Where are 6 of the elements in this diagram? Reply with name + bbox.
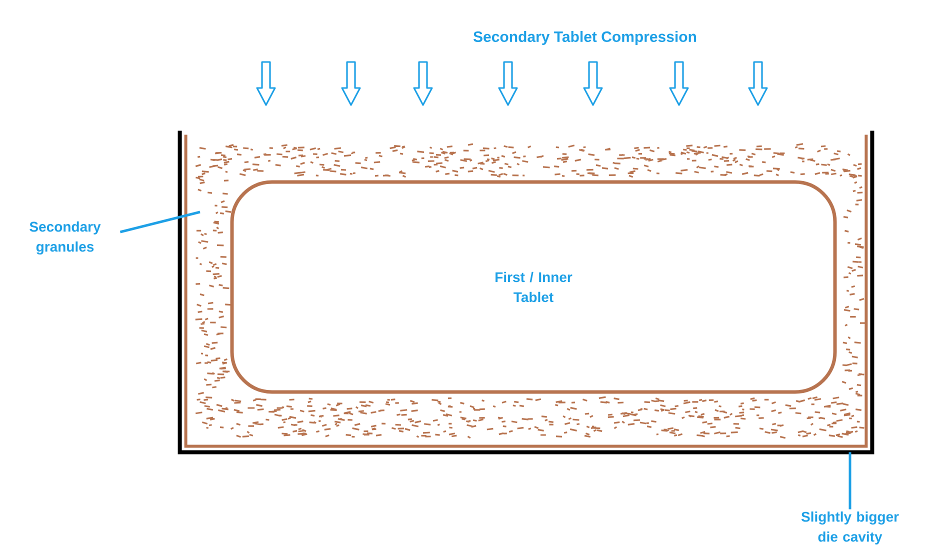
callout-label: Secondary granules xyxy=(30,221,101,255)
title: Secondary Tablet Compression xyxy=(473,31,696,45)
leader-line xyxy=(848,452,852,510)
callout-label: Slightly bigger die cavity xyxy=(801,511,899,544)
tablet-box: First / Inner Tablet xyxy=(230,180,837,394)
leader-line xyxy=(120,210,200,234)
